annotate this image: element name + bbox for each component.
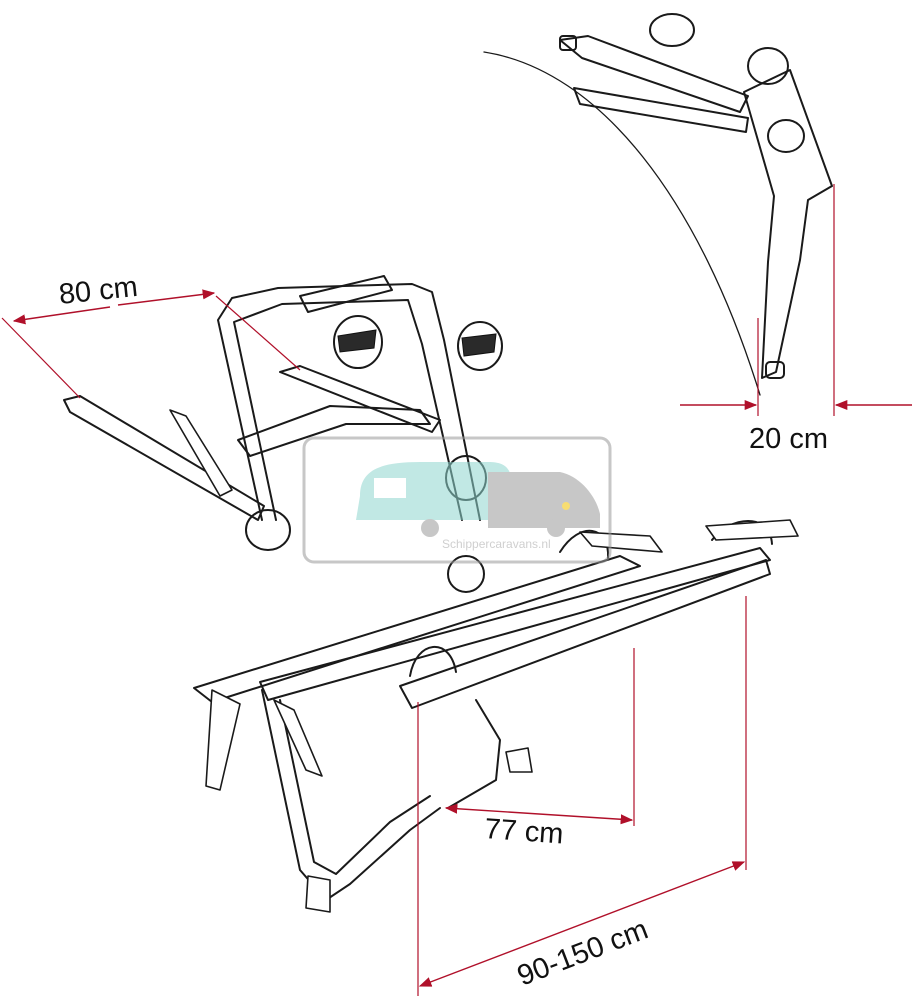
watermark-logo: Schippercaravans.nl xyxy=(302,436,612,564)
caravan-wheel-icon xyxy=(421,519,439,537)
caravan-and-camper-icon xyxy=(356,462,600,537)
watermark-frame xyxy=(302,436,612,564)
strap-left xyxy=(337,329,377,353)
bike-carrier-main-view xyxy=(63,275,799,913)
rail-dimension: 77 cm xyxy=(444,648,635,850)
side-upper-arm xyxy=(559,35,749,113)
width-dimension-label: 80 cm xyxy=(57,271,139,311)
wheel-cradle-1 xyxy=(559,529,610,559)
side-view-drawing xyxy=(483,13,833,396)
depth-dimension-label: 20 cm xyxy=(749,423,828,455)
vehicle-rear-outline xyxy=(483,51,761,396)
lower-strap-right xyxy=(273,699,323,777)
width-dimension: 80 cm xyxy=(1,271,301,399)
rail-front-lower xyxy=(399,559,771,709)
camper-wheel-icon xyxy=(547,519,565,537)
lower-strap-left xyxy=(205,689,241,791)
rail-front xyxy=(259,547,771,701)
caravan-icon xyxy=(356,462,512,520)
watermark-text: Schippercaravans.nl xyxy=(442,537,551,551)
wheel-strap-1 xyxy=(705,519,799,541)
depth-dimension: 20 cm xyxy=(680,184,912,455)
left-arm-strap xyxy=(169,409,233,497)
upper-strap-diagonal xyxy=(279,365,441,433)
top-clamp-right xyxy=(457,321,503,371)
camper-icon xyxy=(488,472,600,528)
side-clamp-low xyxy=(767,119,805,153)
top-clamp-left xyxy=(333,315,383,369)
foot-pad-left xyxy=(305,875,331,913)
strap-right xyxy=(461,333,497,357)
lower-leg-left-inner xyxy=(279,699,431,875)
camper-light-icon xyxy=(562,502,570,510)
side-foot xyxy=(765,361,785,379)
side-knob xyxy=(559,35,577,51)
side-vertical-frame xyxy=(743,69,833,379)
rail-back xyxy=(193,555,641,703)
side-clamp-mid xyxy=(747,47,789,85)
lower-leg-left xyxy=(261,689,441,901)
wheel-cradle-3 xyxy=(409,645,457,677)
foot-pad-right xyxy=(505,747,533,773)
middle-clamp-left xyxy=(245,509,291,551)
wheel-strap-2 xyxy=(579,531,663,553)
rail-dimension-label: 77 cm xyxy=(484,813,565,850)
left-support-arm xyxy=(63,395,265,521)
middle-arm xyxy=(237,405,431,457)
caravan-window-icon xyxy=(374,478,406,498)
side-lower-arm xyxy=(573,87,749,133)
top-crossbar xyxy=(299,275,393,313)
lower-clamp xyxy=(447,555,485,593)
adjust-dimension-label: 90-150 cm xyxy=(513,914,652,993)
lower-leg-right xyxy=(447,699,501,809)
side-clamp-top xyxy=(649,13,695,47)
